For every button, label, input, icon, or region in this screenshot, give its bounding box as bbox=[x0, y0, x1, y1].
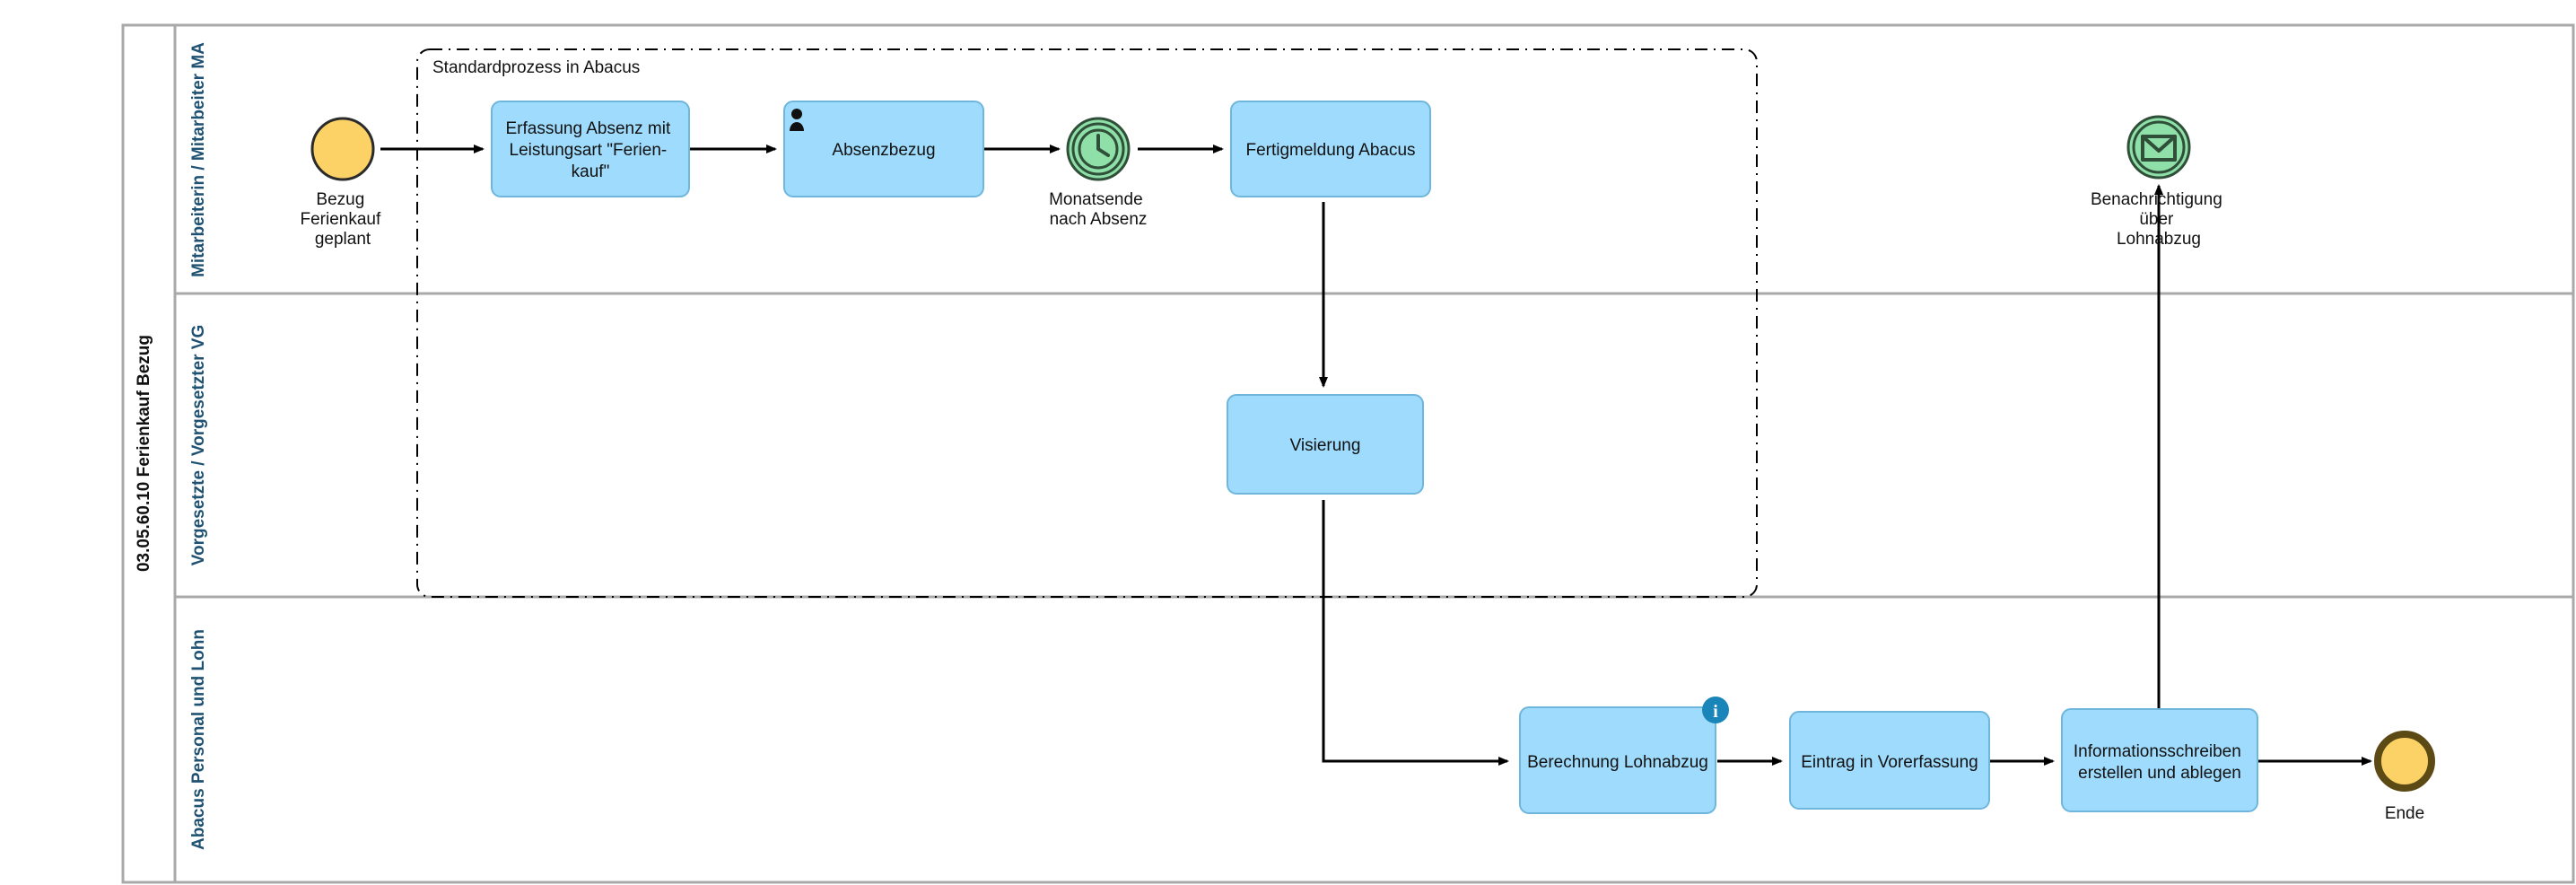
flow-visierung-to-berechnung bbox=[1322, 500, 1509, 766]
envelope-icon bbox=[2141, 135, 2177, 162]
task-berechnung-lohnabzug[interactable]: Berechnung Lohnabzug i bbox=[1519, 697, 1729, 814]
end-event-ende[interactable]: Ende bbox=[2374, 731, 2435, 823]
task-visierung-label: Visierung bbox=[1290, 436, 1361, 455]
lane-label-abacus: Abacus Personal und Lohn bbox=[189, 629, 208, 850]
task-absenzbezug-label: Absenzbezug bbox=[832, 141, 935, 160]
info-icon[interactable]: i bbox=[1702, 697, 1729, 723]
start-event-bezug-ferienkauf-geplant[interactable]: Bezug Ferienkauf geplant bbox=[300, 117, 385, 249]
clock-icon bbox=[1078, 128, 1119, 170]
task-fertigmeldung-abacus-label: Fertigmeldung Abacus bbox=[1245, 141, 1415, 160]
task-berechnung-lohnabzug-box bbox=[1519, 706, 1716, 814]
lane-label-mitarbeiter: Mitarbeiterin / Mitarbeiter MA bbox=[189, 42, 208, 277]
task-fertigmeldung-abacus[interactable]: Fertigmeldung Abacus bbox=[1230, 101, 1431, 197]
task-informationsschreiben-box bbox=[2061, 708, 2258, 812]
start-event-circle bbox=[310, 117, 375, 181]
task-absenzbezug-box bbox=[783, 101, 984, 197]
message-event-label: Benachrichtigung über Lohnabzug bbox=[2091, 190, 2227, 249]
timer-event-inner-circle bbox=[1071, 122, 1125, 176]
user-icon bbox=[790, 109, 804, 131]
envelope-flap-icon bbox=[2141, 135, 2177, 153]
pool-frame bbox=[121, 23, 2575, 884]
timer-event-label: Monatsende nach Absenz bbox=[1049, 190, 1148, 229]
lane-label-vorgesetzte: Vorgesetzte / Vorgesetzter VG bbox=[189, 325, 208, 566]
pool-title: 03.05.60.10 Ferienkauf Bezug bbox=[135, 335, 153, 572]
end-event-circle bbox=[2374, 731, 2435, 792]
task-eintrag-vorerfassung-label: Eintrag in Vorerfassung bbox=[1801, 753, 1978, 772]
info-icon-char: i bbox=[1713, 702, 1718, 722]
group-label: Standardprozess in Abacus bbox=[432, 58, 640, 77]
info-icon-circle bbox=[1702, 697, 1729, 723]
clock-hands-icon bbox=[1096, 134, 1110, 157]
task-berechnung-lohnabzug-label: Berechnung Lohnabzug bbox=[1527, 753, 1708, 772]
end-event-label: Ende bbox=[2385, 804, 2424, 823]
task-visierung-box bbox=[1227, 394, 1424, 495]
message-event-outer-circle bbox=[2126, 115, 2191, 180]
intermediate-event-benachrichtigung-lohnabzug[interactable]: Benachrichtigung über Lohnabzug bbox=[2091, 115, 2227, 249]
message-event-inner-circle bbox=[2132, 120, 2186, 174]
intermediate-event-monatsende-nach-absenz[interactable]: Monatsende nach Absenz bbox=[1049, 117, 1148, 229]
task-absenzbezug[interactable]: Absenzbezug bbox=[783, 101, 984, 197]
task-visierung[interactable]: Visierung bbox=[1227, 394, 1424, 495]
task-erfassung-absenz-box bbox=[491, 101, 690, 197]
task-informationsschreiben-label: Informationsschreiben erstellen und able… bbox=[2074, 742, 2246, 783]
task-informationsschreiben[interactable]: Informationsschreiben erstellen und able… bbox=[2061, 708, 2258, 812]
task-erfassung-absenz[interactable]: Erfassung Absenz mit Leistungsart "Ferie… bbox=[491, 101, 690, 197]
task-eintrag-vorerfassung[interactable]: Eintrag in Vorerfassung bbox=[1789, 711, 1990, 810]
task-fertigmeldung-abacus-box bbox=[1230, 101, 1431, 197]
group-standardprozess bbox=[416, 48, 1758, 598]
start-event-label: Bezug Ferienkauf geplant bbox=[300, 190, 385, 249]
task-eintrag-vorerfassung-box bbox=[1789, 711, 1990, 810]
task-erfassung-absenz-label: Erfassung Absenz mit Leistungsart "Ferie… bbox=[505, 119, 675, 181]
